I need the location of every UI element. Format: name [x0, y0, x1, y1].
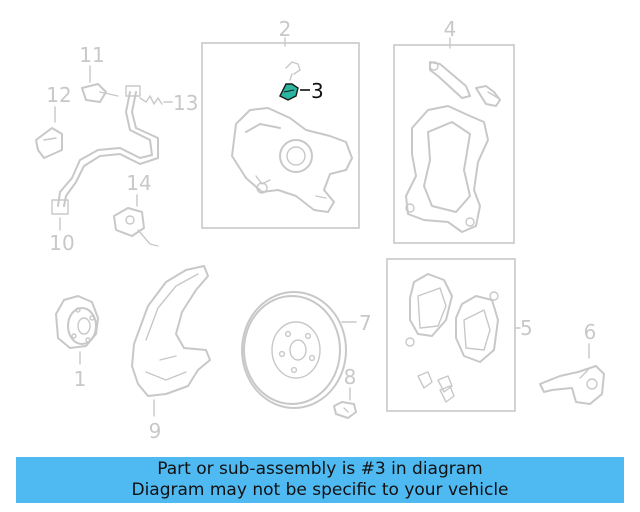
part-9-dust-shield [131, 265, 211, 417]
banner-line-disclaimer: Diagram may not be specific to your vehi… [131, 480, 509, 500]
callout-9: 9 [149, 419, 162, 443]
pads-group-box [386, 258, 516, 412]
part-1-hub [55, 295, 99, 365]
callout-2: 2 [279, 17, 292, 41]
part-13-fitting [139, 95, 173, 105]
part-12-bracket [35, 106, 63, 159]
parts-diagram: 2 3 4 11 12 13 14 10 5 6 7 1 8 9 [35, 17, 605, 443]
part-2-caliper [231, 37, 353, 213]
part-4-caliper-bracket [405, 37, 501, 233]
banner-line-part: Part or sub-assembly is #3 in diagram [157, 459, 483, 479]
callout-12: 12 [46, 83, 71, 107]
part-8-bolt [333, 387, 357, 419]
callout-1: 1 [74, 367, 87, 391]
callout-5: 5 [520, 316, 533, 340]
bracket-group-box [393, 44, 515, 244]
callout-6: 6 [584, 320, 597, 344]
callout-3: 3 [311, 79, 324, 103]
part-11-connector [81, 65, 119, 103]
part-6-sensor [539, 343, 605, 405]
callout-10: 10 [49, 231, 74, 255]
caliper-group-box [201, 42, 360, 229]
part-7-rotor [241, 291, 357, 409]
brake-hose [51, 85, 159, 215]
callout-4: 4 [444, 17, 457, 41]
part-5-brake-pads [405, 273, 521, 403]
callout-7: 7 [359, 311, 372, 335]
callout-13: 13 [173, 91, 198, 115]
part-3-bleeder-screw [279, 61, 310, 101]
part-14-sensor [113, 194, 159, 247]
callout-14: 14 [126, 171, 151, 195]
callout-11: 11 [79, 43, 104, 67]
info-banner: Part or sub-assembly is #3 in diagram Di… [16, 457, 624, 503]
callout-8: 8 [344, 365, 357, 389]
